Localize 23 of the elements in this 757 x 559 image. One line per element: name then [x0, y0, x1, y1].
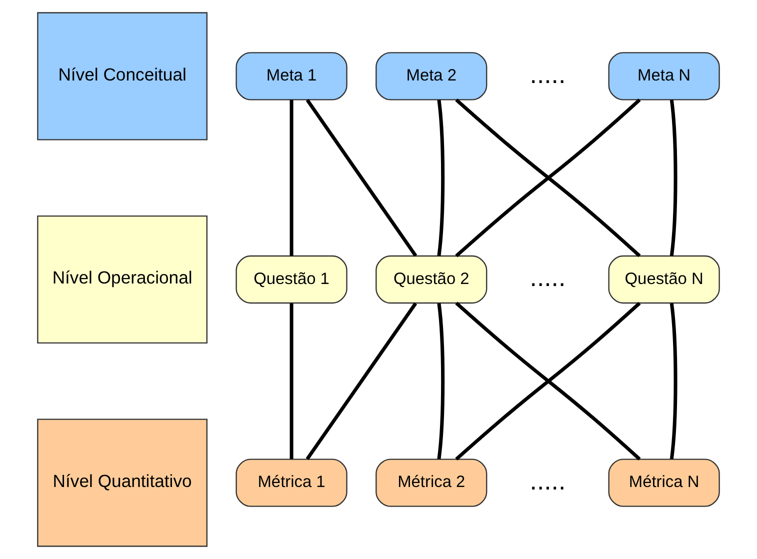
node-box: Meta 1	[236, 52, 348, 100]
node-box: Métrica N	[608, 458, 720, 507]
connector	[306, 99, 418, 257]
node-box: Questão N	[608, 255, 720, 304]
connector	[437, 303, 445, 460]
node-box: Meta 2	[376, 52, 488, 100]
label: .....	[530, 60, 566, 89]
node-box: Questão 2	[376, 255, 488, 304]
node-box: Métrica 2	[376, 458, 488, 507]
label: .....	[530, 264, 566, 292]
connector	[670, 100, 678, 256]
connector	[437, 100, 445, 256]
node-box: Nível Quantitativo	[37, 418, 208, 547]
node-box: Nível Operacional	[37, 215, 208, 344]
connector	[290, 303, 294, 460]
connector	[290, 100, 294, 256]
node-box: Meta N	[608, 52, 720, 100]
connector	[306, 302, 418, 460]
label: .....	[530, 467, 566, 496]
node-box: Métrica 1	[236, 458, 348, 507]
node-box: Nível Conceitual	[37, 12, 208, 140]
connector	[670, 303, 678, 460]
node-box: Questão 1	[236, 255, 348, 304]
